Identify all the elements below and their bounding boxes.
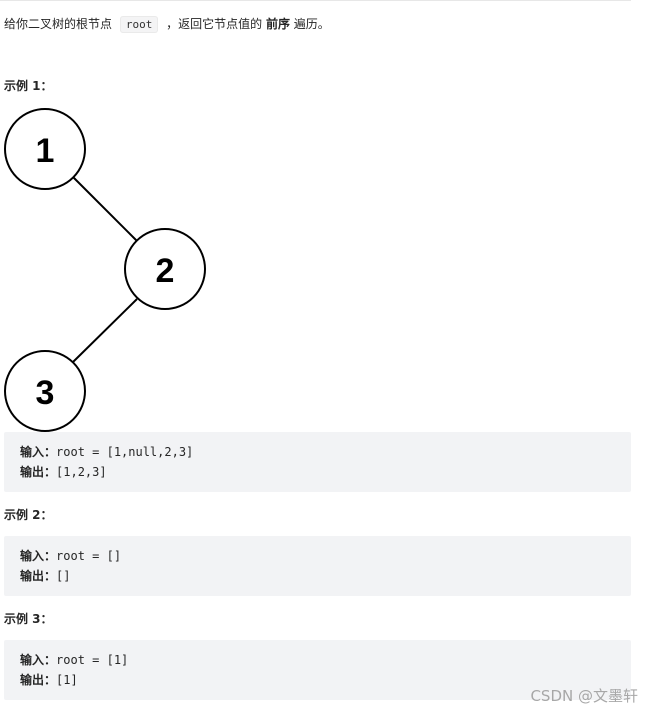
tree-node-2-label: 2 [156,252,175,290]
output-value: [] [56,569,71,583]
example-3-input-line: 输入：root = [1] [20,650,631,670]
example-3-title: 示例 3： [4,612,53,626]
tree-node-1: 1 [4,108,86,190]
inline-code-root: root [119,16,159,33]
tree-node-3-label: 3 [36,374,55,412]
input-label: 输入： [20,549,57,563]
example-3-code-block: 输入：root = [1] 输出：[1] [4,640,631,700]
description-emphasis: 前序 [265,17,290,31]
example-3-output-line: 输出：[1] [20,670,631,690]
example-2-input-line: 输入：root = [] [20,546,631,566]
example-1-input-line: 输入：root = [1,null,2,3] [20,442,631,462]
tree-node-2: 2 [124,228,206,310]
csdn-watermark: CSDN @文墨轩 [530,687,638,705]
tree-node-3: 3 [4,350,86,432]
input-value: root = [1,null,2,3] [56,445,194,459]
example-2-code-block: 输入：root = [] 输出：[] [4,536,631,596]
description-suffix: 遍历。 [289,17,330,31]
tree-node-1-label: 1 [36,132,55,170]
example-2-title: 示例 2： [4,508,53,522]
edge-2-3 [72,298,138,363]
output-label: 输出： [20,673,57,687]
example-1-output-line: 输出：[1,2,3] [20,462,631,482]
input-label: 输入： [20,445,57,459]
binary-tree-diagram: 1 2 3 [4,108,206,432]
output-label: 输出： [20,465,57,479]
output-value: [1] [56,673,78,687]
description-prefix: 给你二叉树的根节点 [4,17,116,31]
problem-description: 给你二叉树的根节点 root ，返回它节点值的 前序 遍历。 [4,14,330,35]
example-2-output-line: 输出：[] [20,566,631,586]
input-value: root = [] [56,549,122,563]
example-1-code-block: 输入：root = [1,null,2,3] 输出：[1,2,3] [4,432,631,492]
example-1-title: 示例 1： [4,79,53,93]
top-divider [0,0,631,1]
input-label: 输入： [20,653,57,667]
description-middle: ，返回它节点值的 [162,17,266,31]
output-label: 输出： [20,569,57,583]
input-value: root = [1] [56,653,129,667]
output-value: [1,2,3] [56,465,107,479]
edge-1-2 [72,176,138,242]
